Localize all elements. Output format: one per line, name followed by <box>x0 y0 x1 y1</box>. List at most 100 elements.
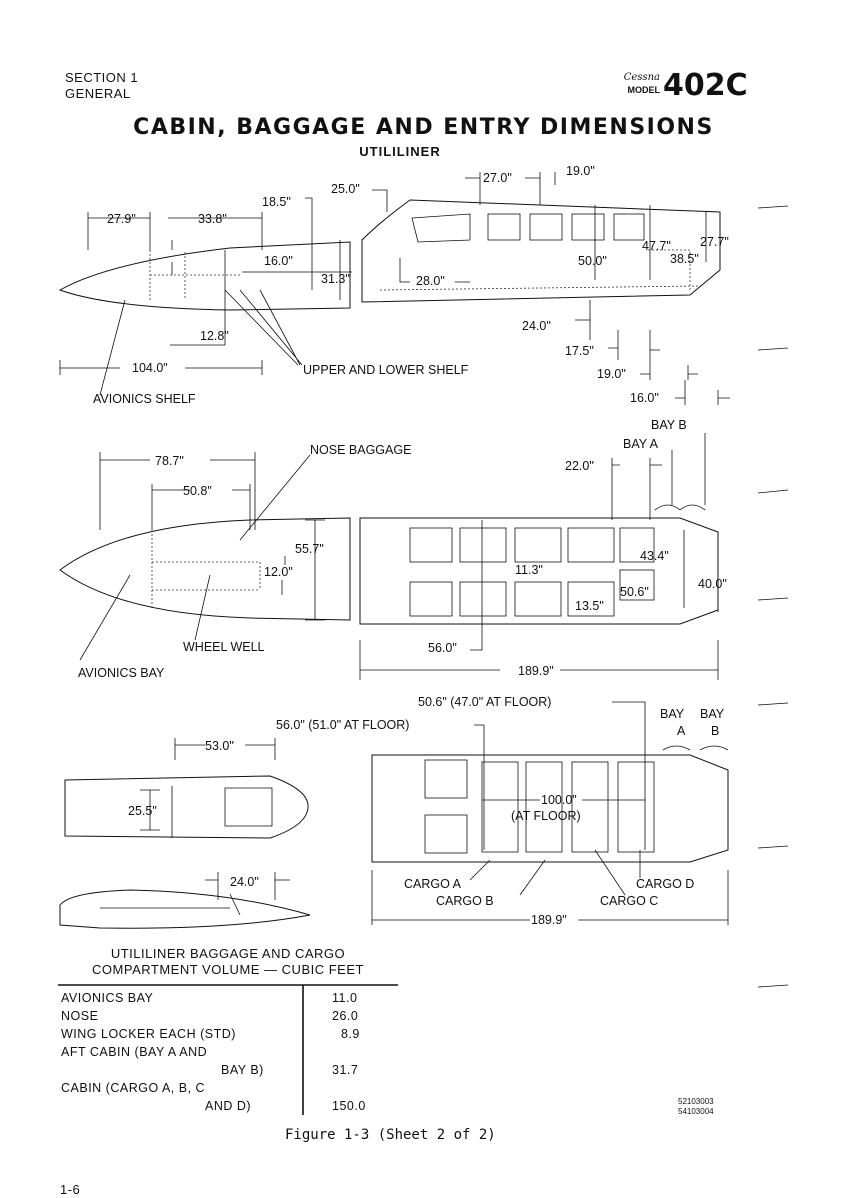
seat <box>514 527 562 563</box>
cabin-floor-line <box>379 285 701 291</box>
nose-plan-outline <box>59 517 351 621</box>
label-nose-baggage: NOSE BAGGAGE <box>310 443 411 457</box>
dim-33-8: 33.8" <box>198 212 227 226</box>
dim-28-0: 28.0" <box>416 274 445 288</box>
cabin-window-1 <box>487 213 521 241</box>
table-row: NOSE 26.0 <box>61 1009 401 1027</box>
section-name: GENERAL <box>65 86 131 101</box>
dim-43-4: 43.4" <box>640 549 669 563</box>
dim-50-0: 50.0" <box>578 254 607 268</box>
seat <box>409 581 453 617</box>
dim-16-0-aft: 16.0" <box>630 391 659 405</box>
table-rules <box>58 984 398 1115</box>
dim-27-0: 27.0" <box>483 171 512 185</box>
wing-locker-plan <box>64 775 309 839</box>
dim-50-8: 50.8" <box>183 484 212 498</box>
model-number: 402C <box>663 68 748 103</box>
table-row: AND D) 150.0 <box>61 1099 401 1117</box>
label-bay-letter-a: A <box>677 724 686 738</box>
label-bay-a: BAY A <box>623 437 659 451</box>
seat <box>424 814 468 854</box>
cargo-plan-outline <box>371 754 729 863</box>
dim-189-9-mid: 189.9" <box>518 664 554 678</box>
dim-16-0-shelf: 16.0" <box>264 254 293 268</box>
nose-profile <box>58 241 351 311</box>
model-word: MODEL <box>627 85 661 95</box>
seat <box>459 527 507 563</box>
dim-31-3: 31.3" <box>321 272 350 286</box>
cockpit-window <box>411 213 471 243</box>
cargo-bin <box>617 761 655 853</box>
seat <box>409 527 453 563</box>
dim-11-3: 11.3" <box>515 563 543 577</box>
row-label: AFT CABIN (BAY A AND <box>61 1045 208 1059</box>
row-label: WING LOCKER EACH (STD) <box>61 1027 236 1041</box>
dim-19-0-top: 19.0" <box>566 164 595 178</box>
dim-104-0: 104.0" <box>132 361 168 375</box>
volume-table: AVIONICS BAY 11.0 NOSE 26.0 WING LOCKER … <box>61 991 401 1117</box>
label-bay-b: BAY B <box>651 418 687 432</box>
dim-lines-top <box>59 172 730 405</box>
wing-section-profile <box>59 889 311 929</box>
table-row: CABIN (CARGO A, B, C <box>61 1081 401 1099</box>
dim-100-0: 100.0" <box>541 793 577 807</box>
top-view: 27.9" 33.8" 18.5" 25.0" 27.0" 19.0" 16.0… <box>58 164 730 406</box>
label-56-0-at-floor: 56.0" (51.0" AT FLOOR) <box>276 718 409 732</box>
cabin-window-3 <box>571 213 605 241</box>
volume-table-heading-2: COMPARTMENT VOLUME — CUBIC FEET <box>92 962 364 977</box>
wheel-well-outline <box>151 530 261 610</box>
cabin-window-4 <box>613 213 645 241</box>
cargo-bin <box>571 761 609 853</box>
page-subtitle: UTILILINER <box>359 144 441 159</box>
dim-40-0: 40.0" <box>698 577 727 591</box>
label-cargo-b: CARGO B <box>436 894 494 908</box>
dim-12-0: 12.0" <box>264 565 293 579</box>
cargo-bin <box>525 761 563 853</box>
dim-19-0-aft: 19.0" <box>597 367 626 381</box>
brand-block: Cessna MODEL <box>620 72 660 95</box>
bottom-view: 53.0" 25.5" 24.0" 100.0" (AT FLOOR) 189.… <box>59 695 729 929</box>
dim-56-0: 56.0" <box>428 641 457 655</box>
page-title: CABIN, BAGGAGE AND ENTRY DIMENSIONS <box>133 115 714 140</box>
dim-24-0-top: 24.0" <box>522 319 551 333</box>
wing-locker-inner <box>171 786 273 838</box>
label-bay-letter-b: B <box>711 724 719 738</box>
dim-38-5: 38.5" <box>670 252 699 266</box>
label-upper-lower-shelf: UPPER AND LOWER SHELF <box>303 363 469 377</box>
row-value: 11.0 <box>332 991 358 1005</box>
row-label: BAY B) <box>221 1063 264 1077</box>
dim-27-7: 27.7" <box>700 235 729 249</box>
dim-18-5: 18.5" <box>262 195 291 209</box>
cabin-window-2 <box>529 213 563 241</box>
label-avionics-shelf: AVIONICS SHELF <box>93 392 196 406</box>
row-label: NOSE <box>61 1009 99 1023</box>
middle-view: 78.7" 50.8" 55.7" 12.0" 22.0" 43.4" 11.3… <box>59 418 727 680</box>
brand-logo: Cessna <box>623 72 660 83</box>
table-row: WING LOCKER EACH (STD) 8.9 <box>61 1027 401 1045</box>
row-label: AVIONICS BAY <box>61 991 154 1005</box>
seat <box>567 527 615 563</box>
dim-22-0: 22.0" <box>565 459 594 473</box>
wing-section-inner <box>100 893 241 916</box>
dim-at-floor: (AT FLOOR) <box>511 809 581 823</box>
figure-ref: 52103003 <box>678 1097 714 1106</box>
seat <box>514 581 562 617</box>
dim-47-7: 47.7" <box>642 239 671 253</box>
seat <box>619 527 655 563</box>
section-number: SECTION 1 <box>65 70 139 85</box>
fuselage-profile <box>361 199 721 303</box>
figure-ref: 54103004 <box>678 1107 714 1116</box>
row-value: 31.7 <box>332 1063 359 1077</box>
volume-table-heading: UTILILINER BAGGAGE AND CARGO COMPARTMENT… <box>58 946 398 978</box>
dim-lines-bottom <box>140 701 729 925</box>
row-label: AND D) <box>205 1099 252 1113</box>
dim-24-0-wing: 24.0" <box>230 875 259 889</box>
table-row: AVIONICS BAY 11.0 <box>61 991 401 1009</box>
seat <box>459 581 507 617</box>
seat <box>567 581 615 617</box>
volume-table-heading-1: UTILILINER BAGGAGE AND CARGO <box>110 946 346 961</box>
figure-caption: Figure 1-3 (Sheet 2 of 2) <box>285 1127 496 1143</box>
dim-25-5: 25.5" <box>128 804 157 818</box>
label-cargo-a: CARGO A <box>404 877 462 891</box>
